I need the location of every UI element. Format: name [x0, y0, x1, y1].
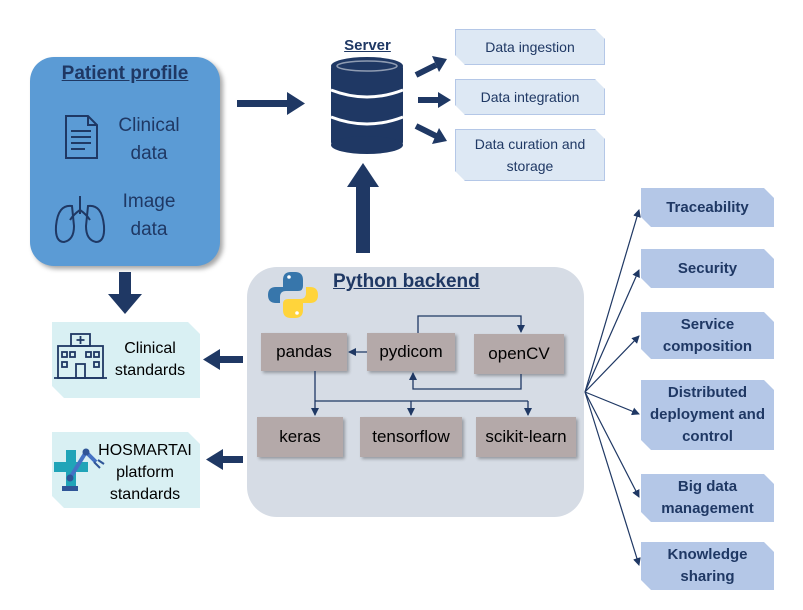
clinical-standards-label: Clinical standards — [114, 340, 186, 379]
library-keras: keras — [257, 417, 343, 457]
document-icon — [65, 115, 98, 159]
python-logo-icon — [268, 272, 318, 318]
python-backend-title: Python backend — [333, 271, 480, 292]
lungs-icon — [54, 196, 106, 244]
arrow-backend-to-server — [347, 163, 379, 253]
feature-service-composition: Service composition — [641, 312, 774, 359]
data-integration-box: Data integration — [455, 79, 605, 115]
library-scikit-learn: scikit-learn — [476, 417, 576, 457]
arrow-patient-to-server — [237, 92, 305, 115]
arrow-backend-to-hosmartai-standards — [206, 449, 243, 470]
library-opencv: openCV — [474, 334, 564, 374]
feature-fan-connectors — [584, 209, 641, 566]
server-title: Server — [344, 37, 391, 54]
library-tensorflow: tensorflow — [360, 417, 462, 457]
data-curation-box: Data curation and storage — [455, 129, 605, 181]
robot-arm-icon — [54, 448, 105, 491]
data-ingestion-box: Data ingestion — [455, 29, 605, 65]
patient-profile-title: Patient profile — [61, 63, 189, 84]
arrow-backend-to-clinical-standards — [203, 349, 243, 370]
image-data-label: Image data — [122, 191, 176, 240]
library-pandas: pandas — [261, 333, 347, 371]
feature-security: Security — [641, 249, 774, 288]
clinical-data-label: Clinical data — [118, 115, 180, 164]
library-pydicom: pydicom — [367, 333, 455, 371]
arrow-patient-down — [108, 272, 142, 314]
feature-big-data-management: Big data management — [641, 474, 774, 522]
library-connectors — [311, 315, 532, 416]
hospital-icon — [54, 333, 107, 379]
feature-distributed-deployment: Distributed deployment and control — [641, 380, 774, 450]
patient-profile-box — [30, 57, 220, 266]
hosmartai-standards-label: HOSMARTAI platform standards — [98, 442, 192, 503]
database-icon — [330, 57, 404, 154]
feature-traceability: Traceability — [641, 188, 774, 227]
python-backend-box — [247, 267, 584, 517]
arrow-server-to-ingestion — [414, 56, 447, 78]
feature-knowledge-sharing: Knowledge sharing — [641, 542, 774, 590]
arrow-server-to-curation — [414, 123, 447, 144]
arrow-server-to-integration — [418, 92, 451, 108]
